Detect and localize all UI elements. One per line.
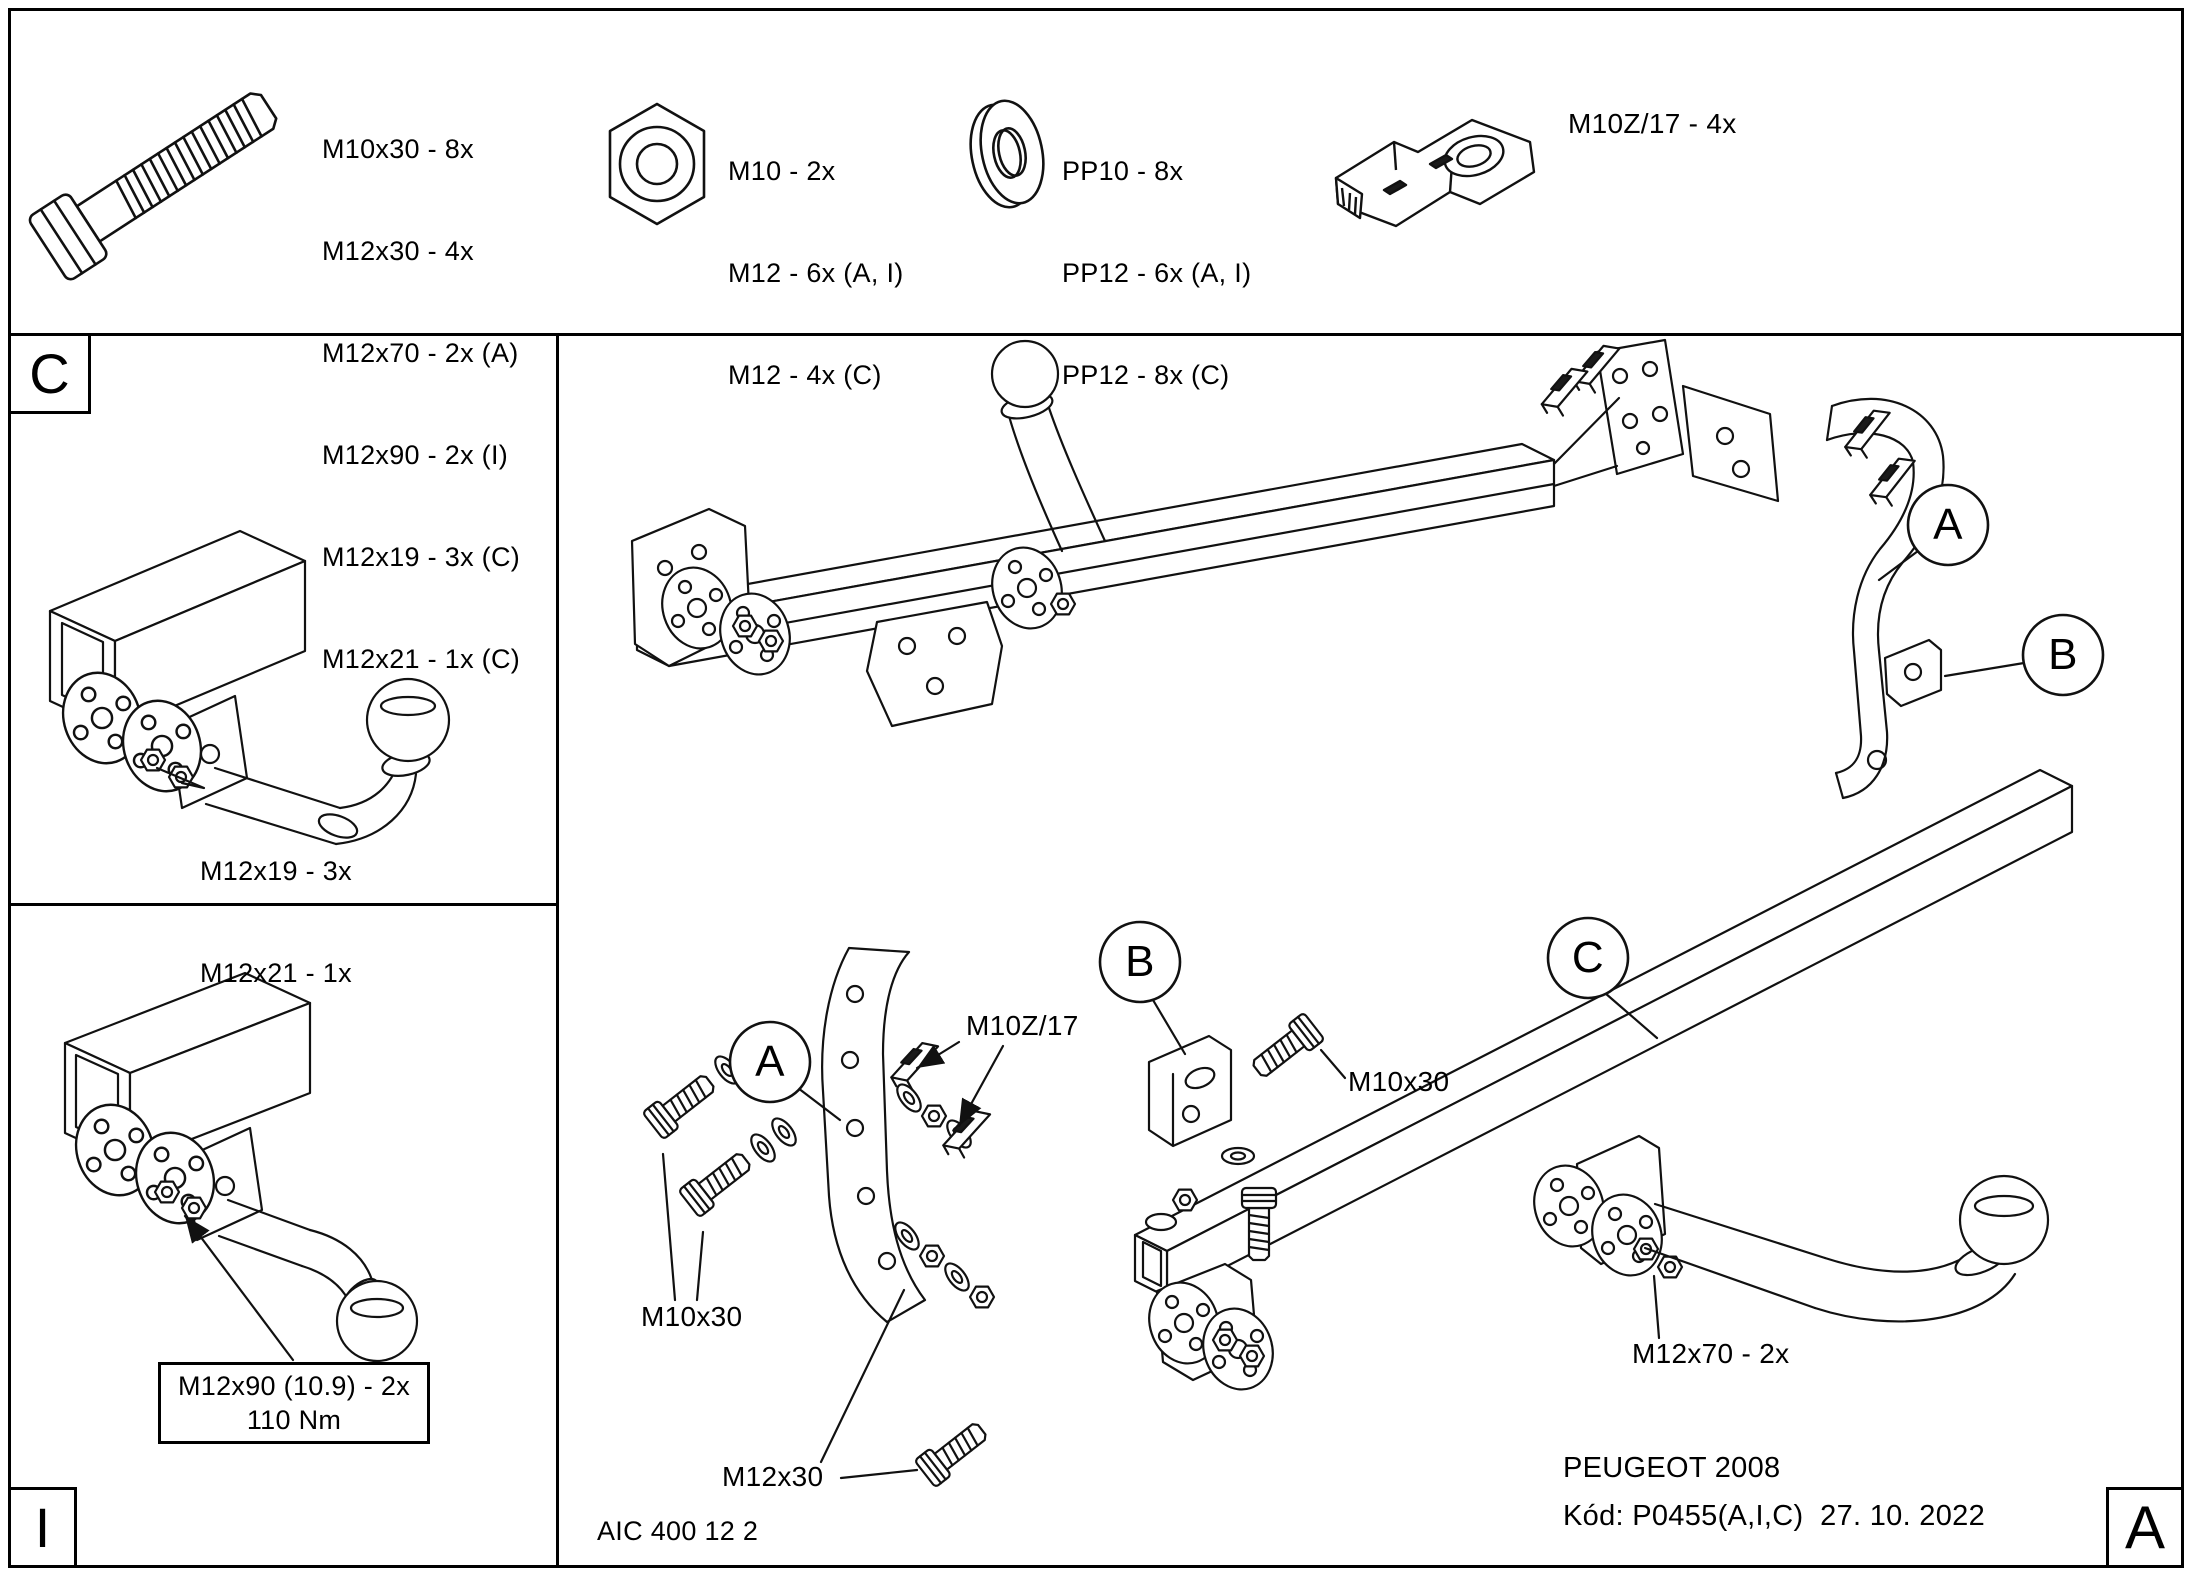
callout-c-mid-circle — [1546, 916, 1630, 1000]
legend-divider — [11, 333, 2181, 336]
callout-b-mid-circle — [1098, 920, 1182, 1004]
washer-spec-list: PP10 - 8x PP12 - 6x (A, I) PP12 - 8x (C) — [1062, 86, 1251, 460]
spec-line: M12x21 - 1x (C) — [322, 644, 521, 674]
label-m10x30-left: M10x30 — [641, 1301, 743, 1332]
spec-line: M12 - 6x (A, I) — [728, 258, 904, 288]
spec-line: PP12 - 8x (C) — [1062, 360, 1230, 390]
left-end-bracket — [630, 507, 802, 685]
callout-b-top-letter: B — [2048, 630, 2078, 679]
side-bracket-a — [1825, 397, 1945, 800]
label-m12x70: M12x70 - 2x — [1632, 1338, 1790, 1369]
spec-line: M12x30 - 4x — [322, 236, 474, 266]
left-column-divider — [556, 336, 559, 1565]
assembly-diagram — [630, 338, 2105, 1489]
nut-icon — [608, 102, 706, 226]
panel-c-drawing — [48, 529, 451, 846]
towball-i — [335, 1279, 419, 1363]
sheet-letter: A — [2124, 1494, 2166, 1561]
sheet-border — [8, 8, 2184, 1568]
panel-c-notes: M12x19 - 3x M12x21 - 1x — [200, 786, 352, 1058]
mid-hanging-bracket — [865, 600, 1004, 728]
label-leader-lines — [661, 1048, 1661, 1480]
right-end-bracket — [1532, 338, 1780, 503]
torque-arrow — [183, 1214, 295, 1362]
panel-c-letter: C — [29, 342, 70, 405]
panel-divider — [11, 903, 556, 906]
hitch-bracket-l ower — [1522, 1134, 2050, 1323]
bolt-icon — [28, 92, 278, 281]
spec-line: M12x19 - 3x (C) — [322, 542, 521, 572]
towball-top — [990, 339, 1060, 409]
callout-c-mid-letter: C — [1571, 933, 1605, 982]
washer-icon — [969, 99, 1045, 209]
callout-a-mid-circle — [728, 1020, 812, 1104]
spec-line: M10x30 - 8x — [322, 134, 474, 164]
spec-line: M12x90 (10.9) - 2x — [178, 1371, 410, 1401]
sheet-letterbox: A — [2106, 1487, 2181, 1565]
label-m12x30: M12x30 — [722, 1461, 824, 1492]
panel-c-labelbox: C — [11, 336, 91, 414]
spec-line: M12x90 - 2x (I) — [322, 440, 509, 470]
callout-a-top-letter: A — [1933, 500, 1963, 549]
callout-a-top-circle — [1906, 483, 1990, 567]
doc-code: AIC 400 12 2 — [597, 1516, 759, 1546]
label-m10x30-right: M10x30 — [1348, 1066, 1450, 1097]
spec-line: 110 Nm — [246, 1405, 342, 1435]
callout-b-top-circle — [2021, 613, 2105, 697]
callout-b-mid-letter: B — [1125, 937, 1155, 986]
spec-line: M12x21 - 1x — [200, 958, 352, 988]
spec-line: M12 - 4x (C) — [728, 360, 882, 390]
bracket-a-plate — [821, 946, 927, 1324]
spec-line: M12x70 - 2x (A) — [322, 338, 519, 368]
vehicle-name: PEUGEOT 2008 — [1563, 1452, 1781, 1484]
clamp-plates-exploded — [883, 1037, 1005, 1164]
clamp-plate-icon — [1334, 118, 1536, 228]
beam-left-bracket — [1137, 1262, 1285, 1400]
spec-line: M12x19 - 3x — [200, 856, 352, 886]
torque-notebox: M12x90 (10.9) - 2x 110 Nm — [158, 1362, 430, 1444]
towball-exploded — [1958, 1174, 2050, 1266]
panel-i-drawing — [63, 971, 419, 1363]
crossbar-exploded — [1133, 768, 2074, 1299]
product-code-date: Kód: P0455(A,I,C) 27. 10. 2022 — [1563, 1500, 1986, 1532]
nut-spec-list: M10 - 2x M12 - 6x (A, I) M12 - 4x (C) — [728, 86, 904, 460]
callout-a-mid-letter: A — [755, 1037, 785, 1086]
spec-line: PP10 - 8x — [1062, 156, 1184, 186]
clamp-spec-label: M10Z/17 - 4x — [1568, 108, 1737, 139]
spec-line: PP12 - 6x (A, I) — [1062, 258, 1252, 288]
spec-line: M10 - 2x — [728, 156, 836, 186]
swan-neck-top — [980, 339, 1107, 639]
bracket-b-part — [1144, 1011, 1326, 1262]
panel-i-labelbox: I — [11, 1487, 77, 1565]
panel-i-letter: I — [34, 1496, 51, 1559]
label-m10z17: M10Z/17 — [966, 1010, 1079, 1041]
bolt-spec-list: M10x30 - 8x M12x30 - 4x M12x70 - 2x (A) … — [322, 64, 520, 744]
callout-leaders — [796, 549, 2026, 1122]
